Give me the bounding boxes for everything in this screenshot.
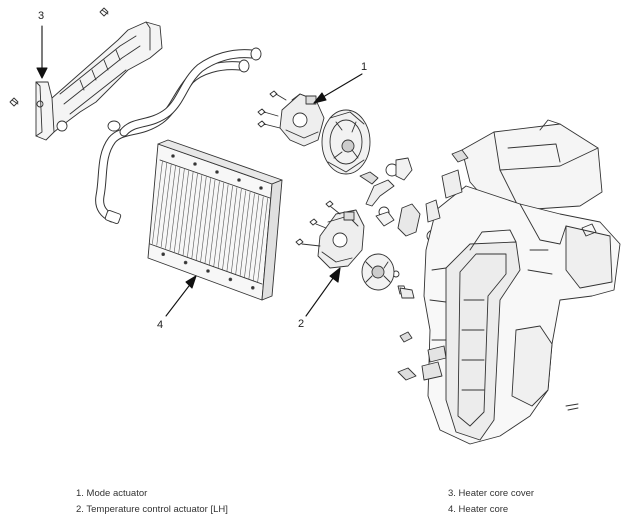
temperature-cam xyxy=(362,254,394,290)
legend-item-heater-core-cover: 3. Heater core cover xyxy=(448,488,535,499)
screw-icon xyxy=(100,8,108,16)
callout-leaders xyxy=(36,25,363,317)
screw-icon xyxy=(296,239,320,246)
exploded-parts-diagram xyxy=(0,0,630,470)
leader-line-4 xyxy=(165,275,197,317)
callout-2: 2 xyxy=(298,318,305,330)
screw-icon xyxy=(310,219,326,228)
heater-core-cover xyxy=(10,8,162,140)
heater-pipes xyxy=(100,48,261,224)
callout-3: 3 xyxy=(38,10,45,22)
temperature-control-actuator xyxy=(296,201,364,268)
leader-line-2 xyxy=(305,267,341,317)
legend-item-temperature-control-actuator: 2. Temperature control actuator [LH] xyxy=(76,504,228,515)
mode-cam xyxy=(322,110,370,174)
callout-1: 1 xyxy=(361,61,368,73)
screw-icon xyxy=(270,91,286,100)
legend-item-heater-core: 4. Heater core xyxy=(448,504,509,515)
legend-item-mode-actuator: 1. Mode actuator xyxy=(76,488,148,499)
screw-icon xyxy=(258,121,280,128)
leader-line-1 xyxy=(313,73,363,104)
leader-line-3 xyxy=(36,25,48,79)
heater-core xyxy=(148,140,282,300)
screw-icon xyxy=(258,109,278,116)
screw-icon xyxy=(10,98,18,106)
callout-4: 4 xyxy=(157,319,164,331)
screw-icon xyxy=(326,201,340,214)
mode-actuator xyxy=(258,91,324,146)
heater-unit-case xyxy=(398,120,620,444)
